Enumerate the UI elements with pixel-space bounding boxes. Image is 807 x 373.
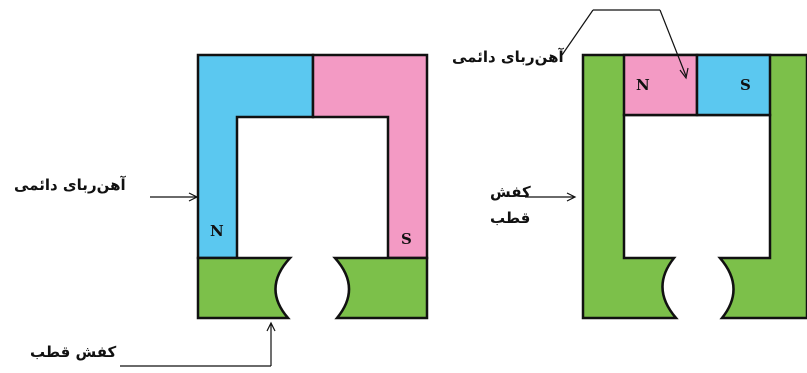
right-pole-shoe-pointer: [525, 192, 577, 202]
right-magnet-label: آهن‌ربای دائمی: [452, 48, 564, 66]
left-south-pole-label: S: [401, 230, 412, 248]
right-magnet-north: [622, 53, 699, 117]
left-pole-shoe-label: کفش قطب: [30, 343, 117, 361]
right-north-pole-label: N: [636, 76, 650, 94]
right-magnet-assembly: [581, 53, 807, 320]
left-magnet-pointer: [150, 192, 199, 202]
right-pole-shoe-label-line1: کفش: [490, 183, 531, 201]
right-magnet-pointer: [561, 9, 689, 80]
right-south-pole-label: S: [740, 76, 751, 94]
left-pole-shoe-left: [196, 256, 293, 320]
left-pole-shoe-pointer: [120, 321, 276, 367]
right-pole-shoe-label-line2: قطب: [490, 209, 531, 227]
left-magnet-assembly: [196, 53, 429, 320]
left-magnet-label: آهن‌ربای دائمی: [14, 176, 126, 194]
left-pole-shoe-right: [332, 256, 429, 320]
left-north-pole-label: N: [210, 222, 224, 240]
left-magnet-south-half: [311, 53, 429, 260]
right-magnet-south: [695, 53, 772, 117]
